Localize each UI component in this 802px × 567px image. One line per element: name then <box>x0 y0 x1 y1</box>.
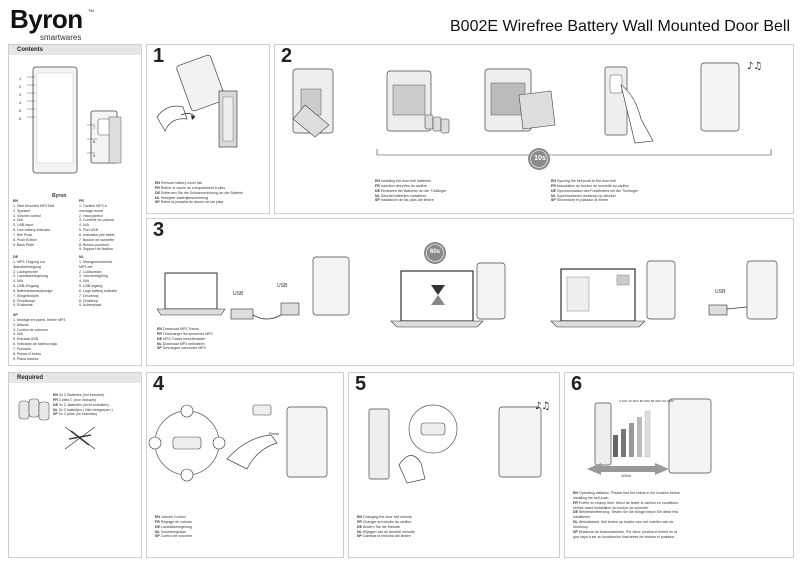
step-6-number: 6 <box>571 373 583 395</box>
brand-subtitle: smartwares <box>40 33 82 42</box>
step-6-panel: 6 100m 0-10% 40-60% 80-90% 80-90% 90-100… <box>564 372 794 558</box>
callout-1: 1 <box>19 76 22 81</box>
range-illustration <box>587 398 712 475</box>
bar-label-3: 80-90% <box>639 399 651 403</box>
step-2-timer: 10s <box>534 155 546 162</box>
melody-change-illustration: ♪♫ <box>368 401 550 484</box>
callout-3: 3 <box>19 92 22 97</box>
step-3-text: EN Download MP3 Tracks FR Télécharger le… <box>157 327 213 351</box>
remove-tab-illustration <box>156 54 238 148</box>
callout-2: 2 <box>19 84 22 89</box>
step-2-text-left: EN Installing the door bell batteries FR… <box>375 179 447 203</box>
step-3-timer: 60s <box>429 249 440 255</box>
volume-control-illustration <box>148 404 328 482</box>
trademark: TM <box>88 8 94 13</box>
callout-6: 6 <box>19 116 22 121</box>
step-1-number: 1 <box>153 45 165 67</box>
distance-label: 100m <box>621 473 632 478</box>
press-label: Press <box>269 431 280 436</box>
step-2-panel: 2 ♪♫ 10s EN Installing the door bell bat… <box>274 44 794 214</box>
callout-4: 4 <box>19 100 22 105</box>
required-heading: Required <box>9 373 141 383</box>
step-5-panel: 5 ♪♫ EN Changing the door bell melody FR… <box>348 372 560 558</box>
bar-label-2: 40-60% <box>628 399 639 403</box>
callout-5: 5 <box>19 108 22 113</box>
step-4-number: 4 <box>153 373 165 395</box>
step-3-number: 3 <box>153 219 165 241</box>
callout-9: 9 <box>93 153 96 158</box>
step-2-text-right: EN Syncing the bell push to the door bel… <box>551 179 638 203</box>
usb-download-illustration <box>156 242 778 328</box>
page-title: B002E Wirefree Battery Wall Mounted Door… <box>450 18 790 35</box>
contents-panel: Contents Byron 1 2 3 4 5 6 7 8 9 EN 1. W… <box>8 44 142 366</box>
step-1-text: EN Remove battery cover tab FR Retirer l… <box>155 181 243 205</box>
no-tools-icon <box>64 426 96 450</box>
required-text: EN 3x C Batteries (not included) FR 3 pi… <box>53 393 113 417</box>
step-5-number: 5 <box>355 373 367 395</box>
callout-8: 8 <box>93 139 96 144</box>
bar-label-4: 80-90% <box>650 399 662 403</box>
contents-callouts-right: 7 8 9 <box>93 121 95 163</box>
step-6-text: EN Operating distance. Please test the c… <box>573 491 680 539</box>
step-4-panel: 4 Press EN Volume Control FR Réglage du … <box>146 372 344 558</box>
step-3-panel: 3 60s USB USB USB EN Download MP3 Tracks… <box>146 218 794 366</box>
bar-label-1: 0-10% <box>619 399 628 403</box>
svg-text:♪♫: ♪♫ <box>747 61 762 72</box>
usb-label-1: USB <box>233 291 244 297</box>
step-2-number: 2 <box>281 45 293 67</box>
contents-callouts-left: 1 2 3 4 5 6 <box>19 75 21 123</box>
required-panel: Required EN 3x C Batteries (not included… <box>8 372 142 558</box>
battery-install-illustration: ♪♫ <box>292 61 772 170</box>
batteries-illustration <box>18 398 50 421</box>
range-bar-labels: 0-10% 40-60% 80-90% 80-90% 90-100% <box>619 397 674 405</box>
bar-label-5: 90-100% <box>662 399 675 403</box>
step-1-panel: 1 EN Remove battery cover tab FR Retirer… <box>146 44 270 214</box>
step-4-text: EN Volume Control FR Réglage du volume D… <box>155 515 192 539</box>
brand-logo: Byron <box>10 4 83 34</box>
step-5-text: EN Changing the door bell melody FR Chan… <box>357 515 415 539</box>
callout-7: 7 <box>93 125 96 130</box>
contents-heading: Contents <box>9 45 141 55</box>
usb-label-3: USB <box>715 289 726 295</box>
svg-text:♪♫: ♪♫ <box>535 401 550 412</box>
doorbell-contents-illustration <box>27 66 122 174</box>
contents-device-logo: Byron <box>52 193 67 199</box>
usb-label-2: USB <box>277 283 288 289</box>
